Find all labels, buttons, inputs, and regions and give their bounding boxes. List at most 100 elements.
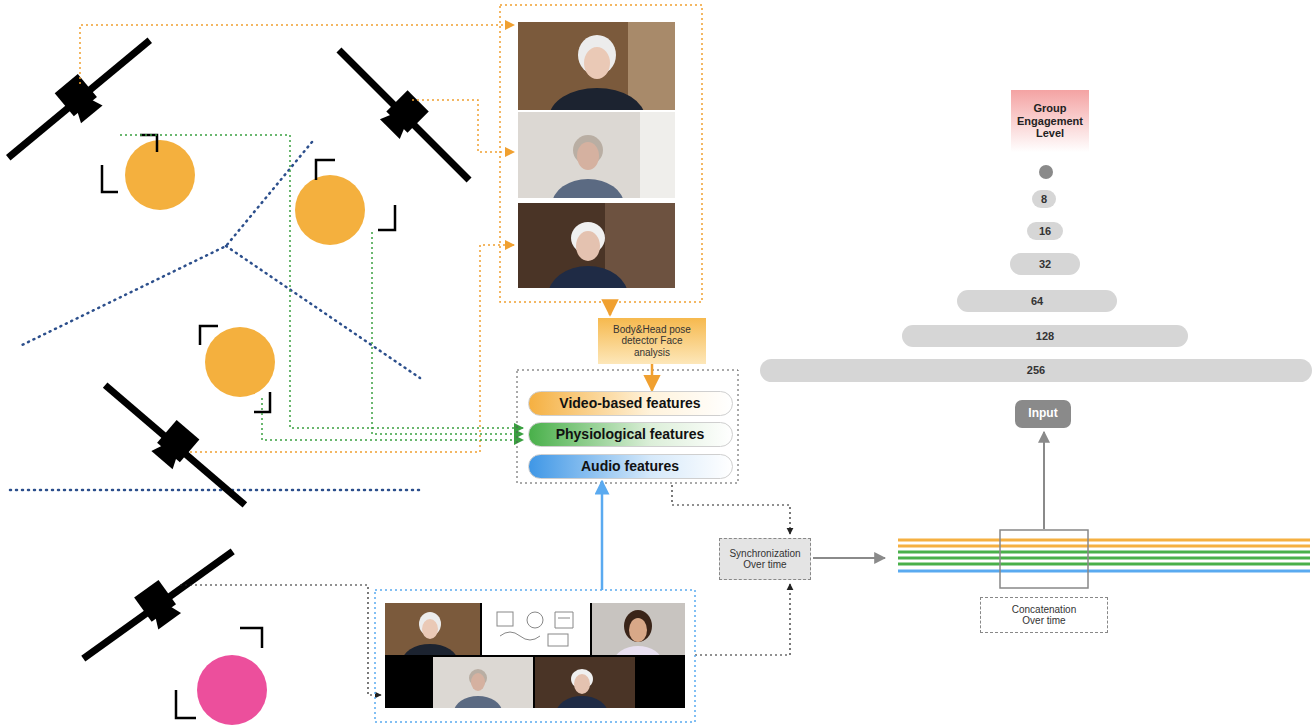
session-screenshot: [471, 673, 485, 691]
process-box: Concatenation Over time: [980, 597, 1108, 633]
node-label: Input: [1021, 407, 1065, 421]
detection-bracket: [140, 135, 157, 152]
session-screenshot: [482, 603, 590, 655]
detection-bracket: [200, 326, 218, 345]
session-screenshot: [527, 612, 543, 628]
detection-bracket: [240, 628, 262, 648]
physiological-link: [120, 135, 523, 440]
session-screenshot: [422, 619, 438, 639]
node-label: 256: [764, 365, 1308, 376]
session-screenshot: [548, 634, 568, 646]
layer-box: 256: [760, 359, 1312, 382]
session-screenshot: [497, 612, 513, 626]
session-screenshot: [385, 603, 480, 655]
session-screenshot: [624, 610, 652, 642]
pose-arrow: [609, 303, 612, 315]
participant-photo: [549, 88, 645, 110]
participant-photo: [584, 47, 610, 79]
feature-stream: [898, 563, 1310, 566]
video-link: [412, 100, 514, 152]
detection-bracket: [102, 135, 395, 718]
recording-link: [695, 584, 790, 655]
detection-bracket: [316, 160, 335, 180]
feature-stream: [898, 540, 1310, 571]
participant-photo: [576, 231, 600, 261]
feature-box: Audio features: [528, 454, 733, 479]
feature-stream: [898, 545, 1310, 548]
video-link: [190, 245, 514, 452]
node-label: 16: [1031, 226, 1059, 237]
camera-icon: [325, 36, 483, 194]
video-link: [80, 25, 514, 84]
node-label: Synchronization Over time: [728, 548, 802, 571]
process-box: Body&Head pose detector Face analysis: [598, 318, 706, 364]
session-screenshot: [535, 657, 635, 708]
recording-link: [180, 585, 381, 695]
node-label: 8: [1036, 194, 1052, 205]
detection-bracket: [378, 205, 395, 230]
participant-circle: [125, 140, 365, 725]
session-screenshot: [629, 618, 647, 642]
feature-frame: [517, 370, 738, 483]
session-screenshot: [497, 612, 573, 646]
layer-box: 64: [957, 290, 1117, 312]
recording-frame: [375, 590, 695, 722]
camera-icon: [0, 25, 483, 675]
physiological-link: [262, 398, 523, 440]
participant-photo: [640, 112, 675, 198]
output-dot: [1039, 165, 1053, 179]
feature-stream: [898, 570, 1310, 573]
session-screenshot: [433, 657, 533, 708]
region-separator: [10, 142, 420, 490]
time-window: [1000, 530, 1088, 588]
camera-icon: [72, 535, 245, 675]
node-label: Group Engagement Level: [1015, 102, 1085, 140]
node-label: Concatenation Over time: [1007, 604, 1081, 627]
participant-circle: [295, 175, 365, 245]
output-box: Group Engagement Level: [1011, 90, 1089, 152]
session-screenshot: [385, 603, 685, 708]
participant-circle: [205, 327, 275, 397]
session-screenshot: [402, 644, 458, 655]
session-screenshot: [500, 632, 540, 640]
session-screenshot: [385, 603, 685, 728]
participant-photo: [518, 22, 675, 110]
layer-box: 16: [1027, 222, 1063, 240]
participant-photo: [518, 112, 675, 198]
video-link: [80, 25, 514, 452]
node-label: Video-based features: [537, 395, 724, 411]
process-box: Synchronization Over time: [719, 538, 811, 580]
region-separator: [10, 489, 420, 492]
session-screenshot: [556, 696, 608, 708]
photo-frame: [500, 5, 702, 302]
feature-stream: [898, 551, 1310, 554]
participant-photo: [552, 179, 624, 198]
node-label: 32: [1014, 259, 1076, 270]
feature-box: Video-based features: [528, 391, 733, 416]
session-screenshot: [614, 646, 662, 655]
participant-circle: [125, 140, 195, 210]
physiological-link: [120, 135, 523, 428]
node-label: 128: [906, 331, 1184, 342]
layer-box: 32: [1010, 253, 1080, 275]
node-label: Physiological features: [537, 426, 724, 442]
recording-link: [672, 485, 790, 534]
session-screenshot: [555, 612, 573, 628]
layer-box: 8: [1032, 190, 1056, 208]
participant-photo: [577, 142, 599, 170]
node-label: Audio features: [537, 458, 724, 474]
node-label: 64: [961, 296, 1113, 307]
audio-arrow: [601, 481, 604, 590]
participant-photo: [628, 22, 675, 110]
session-screenshot: [592, 603, 685, 655]
layer-box: 128: [902, 325, 1188, 347]
session-screenshot: [454, 696, 502, 708]
detection-bracket: [102, 165, 118, 192]
input-box: Input: [1015, 400, 1071, 428]
detection-bracket: [176, 690, 196, 718]
participant-photo: [548, 266, 628, 288]
input-arrow: [1043, 432, 1045, 529]
stream-arrow: [813, 557, 885, 559]
participant-photo: [518, 203, 675, 288]
